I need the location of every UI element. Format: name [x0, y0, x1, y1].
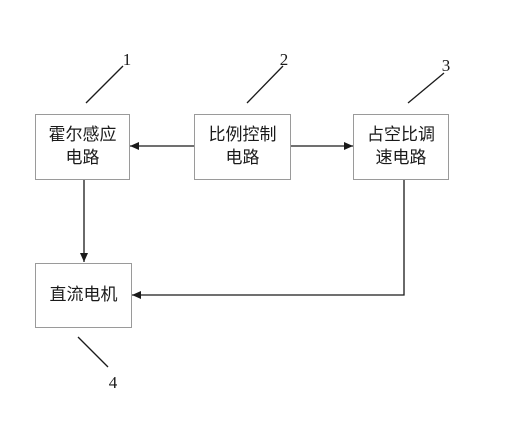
leader-line-4 — [77, 336, 109, 368]
dc-motor-box: 直流电机 — [35, 263, 132, 328]
hall-sensor-circuit-box: 霍尔感应 电路 — [35, 114, 130, 180]
ref-numeral-4: 4 — [108, 373, 118, 392]
ref-numeral-2: 2 — [279, 50, 289, 69]
duty-cycle-speed-circuit-box: 占空比调 速电路 — [353, 114, 449, 180]
proportional-control-circuit-box: 比例控制 电路 — [194, 114, 291, 180]
dc-motor-label: 直流电机 — [49, 285, 118, 305]
proportional-control-circuit-label: 比例控制 电路 — [208, 125, 277, 168]
hall-sensor-circuit-label: 霍尔感应 电路 — [48, 125, 117, 168]
arrow-pwm-to-motor — [132, 180, 405, 299]
ref-numeral-1: 1 — [122, 50, 132, 69]
leader-line-3 — [407, 72, 445, 104]
ref-numeral-3: 3 — [441, 56, 451, 75]
leader-line-1 — [85, 65, 124, 104]
leader-line-2 — [246, 65, 284, 104]
duty-cycle-speed-circuit-label: 占空比调 速电路 — [367, 125, 435, 168]
